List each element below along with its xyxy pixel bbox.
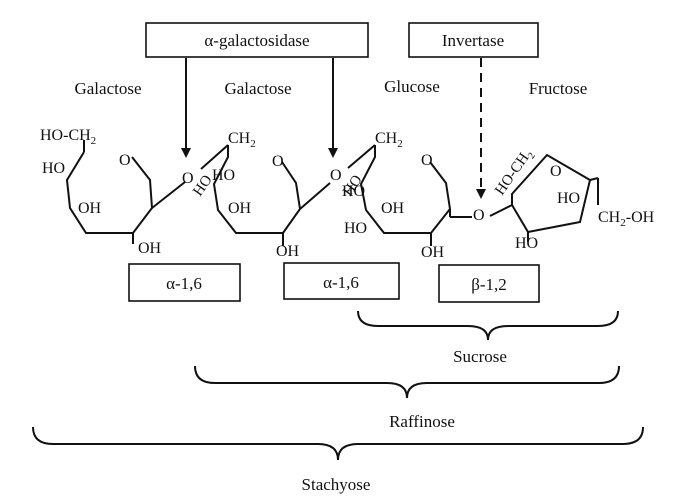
ho-label-2: HO: [212, 167, 235, 184]
galactose-label-1: Galactose: [74, 79, 141, 98]
galactose-label-2: Galactose: [224, 79, 291, 98]
ch2-label-2: CH2: [228, 130, 256, 150]
linkage-box-3: [438, 264, 540, 303]
ring-oxygen-4: O: [550, 163, 562, 180]
ch2-oh-label-4: CH2-OH: [598, 209, 655, 229]
glucose-ring-3: [359, 145, 472, 246]
ho-label-3b: HO: [344, 220, 367, 237]
stachyose-label: Stachyose: [302, 475, 371, 494]
oh-label-1a: OH: [78, 200, 102, 217]
fructose-label: Fructose: [529, 79, 588, 98]
invertase-label: Invertase: [442, 31, 504, 50]
glucose-label: Glucose: [384, 77, 440, 96]
alpha-galactosidase-label: α-galactosidase: [204, 31, 309, 50]
stachyose-brace: [32, 426, 644, 461]
linkage-label-3: β-1,2: [471, 275, 507, 294]
linking-oxygen-1: O: [182, 170, 194, 187]
oh-label-2b: OH: [276, 243, 300, 260]
linkage-box-2: [283, 262, 400, 300]
oh-label-3: OH: [381, 200, 405, 217]
ch2-label-3: CH2: [375, 130, 403, 150]
ho-label-4b: HO: [515, 235, 538, 252]
raffinose-label: Raffinose: [389, 412, 455, 431]
oh-label-1b: OH: [138, 240, 162, 257]
linking-oxygen-3: O: [473, 207, 485, 224]
galactose-ring-1: [65, 140, 186, 244]
sucrose-label: Sucrose: [453, 347, 507, 366]
ring-oxygen-1: O: [119, 152, 131, 169]
fructose-ring-4: [511, 153, 599, 242]
oh-label-2a: OH: [228, 200, 252, 217]
linkage-box-1: [128, 263, 241, 302]
linkage-label-2: α-1,6: [323, 273, 359, 292]
sucrose-brace: [357, 310, 619, 341]
invertase-box: [408, 22, 539, 58]
oh-label-3b: OH: [421, 244, 445, 261]
ho-label-1: HO: [42, 160, 65, 177]
ring-oxygen-2: O: [272, 153, 284, 170]
alpha-galactosidase-box: [145, 22, 369, 58]
ring-oxygen-3: O: [421, 152, 433, 169]
ho-ch2-label-1: HO-CH2: [40, 127, 96, 147]
linking-oxygen-2: O: [330, 167, 342, 184]
ho-label-4a: HO: [557, 190, 580, 207]
raffinose-brace: [194, 365, 620, 399]
linkage-label-1: α-1,6: [166, 274, 202, 293]
ho-label-3a: HO: [342, 183, 365, 200]
galactose-ring-2: [212, 145, 331, 246]
